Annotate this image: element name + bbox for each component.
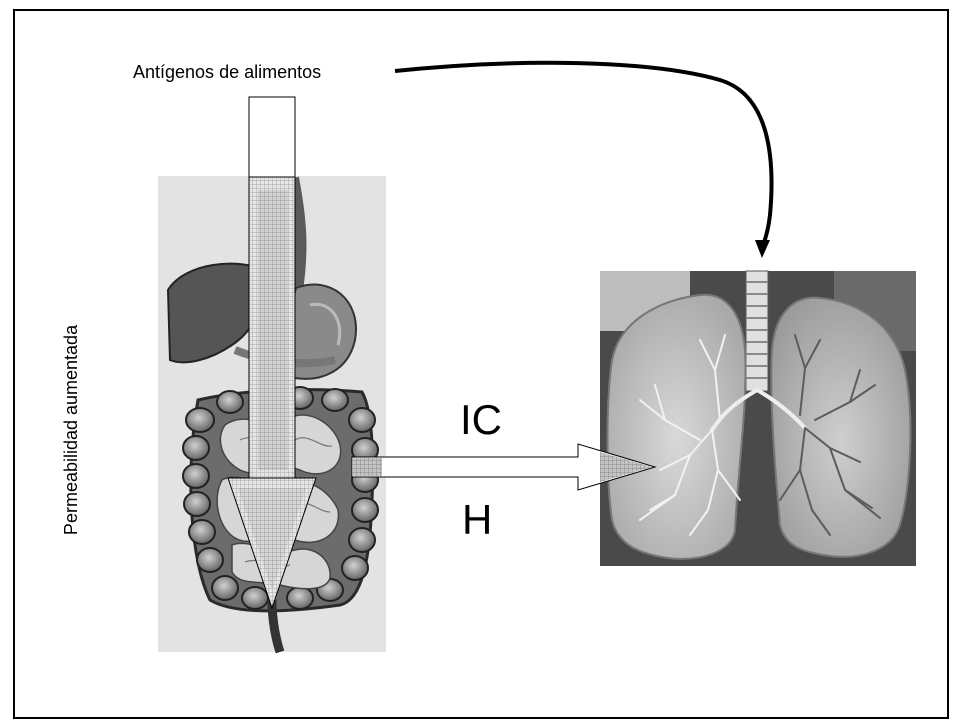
food-antigens-label: Antígenos de alimentos [133,62,321,82]
lungs-illustration [600,271,916,566]
increased-permeability-label: Permeabilidad aumentada [61,324,81,535]
h-label: H [462,496,492,543]
ic-label: IC [460,396,502,443]
